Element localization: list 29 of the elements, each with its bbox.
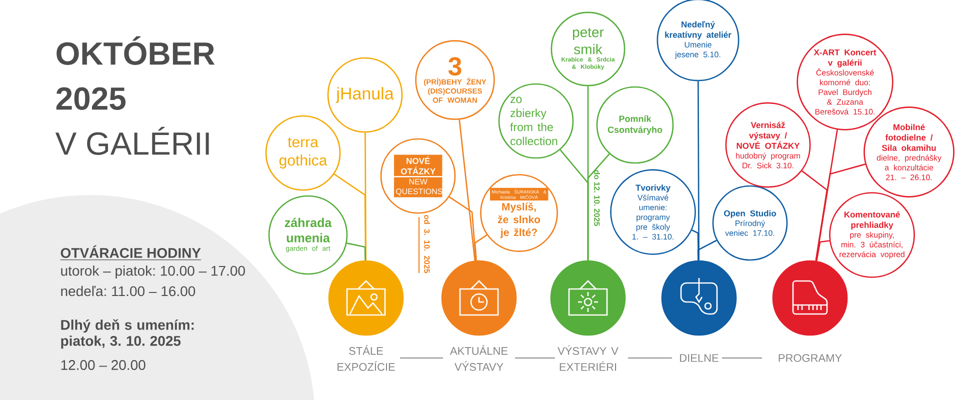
branch-line [474,234,488,260]
branch-line [458,120,476,261]
branch-line [816,240,830,262]
event-note: 12.00 – 20.00 [61,360,146,370]
branch-line [815,164,866,261]
category-label: PROGRAMY [778,354,842,362]
category-circle [328,260,404,336]
category-circle [550,260,626,336]
heading: OTVÁRACIE HODINY [60,245,202,260]
branch-line [346,242,366,260]
opening-hours: nedeľa: 11.00 – 16.00 [61,286,196,296]
category-label: VÝSTAVY V EXTERIÉRI [558,345,618,371]
event-note: Dlhý deň s umením: piatok, 3. 10. 2025 [61,319,194,349]
branch-line [334,174,366,260]
branch-line [802,170,828,261]
category-circle [772,260,848,336]
category-label: STÁLE EXPOZÍCIE [338,345,395,371]
category-circle [441,260,517,336]
branch-line [587,153,610,260]
branch-line [698,81,700,260]
branch-line [448,196,477,261]
date-label: do 12. 10. 2025 [594,170,600,226]
opening-hours: utorok – piatok: 10.00 – 17.00 [61,265,245,279]
branch-line [697,240,717,260]
category-label: AKTUÁLNE VÝSTAVY [450,345,508,371]
date-label: od 3. 10. 2025 [424,214,430,274]
title: OKTÓBER 2025 V GALÉRII [55,36,215,155]
category-label: DIELNE [680,354,718,362]
category-circle [661,260,737,336]
